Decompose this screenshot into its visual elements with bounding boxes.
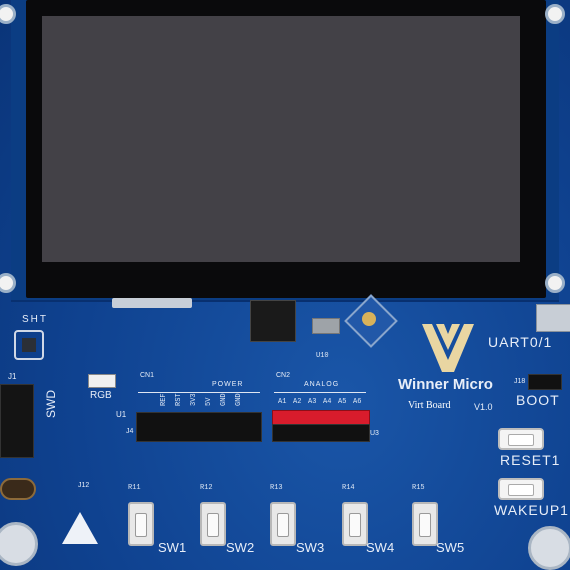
wakeup-label: WAKEUP1 bbox=[494, 502, 569, 518]
switch-resistor-label: R11 bbox=[128, 484, 141, 492]
j18-label: J18 bbox=[514, 378, 526, 385]
power-pin-label: 3V3 bbox=[190, 393, 198, 406]
switch-label: SW4 bbox=[366, 540, 395, 555]
analog-pin-label: A3 bbox=[308, 398, 317, 406]
mount-hole-top-right bbox=[545, 4, 565, 24]
switch-group-4: R14 bbox=[342, 484, 368, 546]
switch-label: SW5 bbox=[436, 540, 465, 555]
switch-resistor-label: R15 bbox=[412, 484, 425, 492]
reset-button-cap bbox=[508, 434, 534, 446]
j4-label: J4 bbox=[126, 428, 134, 435]
cn2-label: CN2 bbox=[276, 372, 291, 379]
analog-pin-label: A5 bbox=[338, 398, 347, 406]
power-pin-labels: REF RST 3V3 5V GND GND bbox=[158, 393, 245, 406]
uart-label: UART0/1 bbox=[488, 334, 553, 350]
sht-sensor-outline bbox=[14, 330, 44, 360]
switch-label: SW1 bbox=[158, 540, 187, 555]
analog-header-line bbox=[274, 392, 366, 393]
antenna-pad bbox=[362, 312, 376, 326]
switch-resistor-label: R12 bbox=[200, 484, 213, 492]
power-header-title: POWER bbox=[212, 381, 244, 388]
crystal bbox=[312, 318, 340, 334]
switch-cap bbox=[207, 513, 219, 537]
wifi-chip bbox=[250, 300, 296, 342]
power-pin-label: 5V bbox=[205, 397, 213, 406]
switch-cap bbox=[135, 513, 147, 537]
analog-pin-label: A2 bbox=[293, 398, 302, 406]
switch-cap bbox=[277, 513, 289, 537]
sht-label: SHT bbox=[22, 314, 48, 325]
j1-label: J1 bbox=[8, 372, 17, 381]
switch-sw4[interactable] bbox=[342, 502, 368, 546]
switch-sw3[interactable] bbox=[270, 502, 296, 546]
sht-sensor bbox=[22, 338, 36, 352]
switch-cap bbox=[419, 513, 431, 537]
power-header-line bbox=[138, 392, 260, 393]
switch-resistor-label: R14 bbox=[342, 484, 355, 492]
u1-label: U1 bbox=[116, 410, 127, 419]
analog-pin-label: A1 bbox=[278, 398, 287, 406]
analog-pin-label: A6 bbox=[353, 398, 362, 406]
u3-label: U3 bbox=[370, 430, 379, 437]
cn1-label: CN1 bbox=[140, 372, 155, 379]
u10-label: U10 bbox=[316, 352, 329, 360]
rgb-led bbox=[88, 374, 116, 388]
usb-connector[interactable] bbox=[536, 304, 570, 332]
wakeup-button-cap bbox=[508, 484, 534, 496]
switch-sw1[interactable] bbox=[128, 502, 154, 546]
sd-card-slot bbox=[112, 298, 192, 308]
mount-hole-top-left bbox=[0, 4, 16, 24]
product-name: Virt Board bbox=[408, 400, 451, 411]
winner-micro-logo-icon bbox=[422, 324, 474, 372]
swd-label: SWD bbox=[44, 390, 58, 418]
power-pin-label: GND bbox=[235, 393, 243, 406]
switch-group-2: R12 bbox=[200, 484, 226, 546]
switch-sw5[interactable] bbox=[412, 502, 438, 546]
analog-header-connector bbox=[272, 424, 370, 442]
switch-group-3: R13 bbox=[270, 484, 296, 546]
switch-group-5: R15 bbox=[412, 484, 438, 546]
switch-label: SW2 bbox=[226, 540, 255, 555]
wakeup-button[interactable] bbox=[498, 478, 544, 500]
power-header-connector bbox=[136, 412, 262, 442]
analog-pin-label: A4 bbox=[323, 398, 332, 406]
battery-holder bbox=[0, 478, 36, 500]
reset-button[interactable] bbox=[498, 428, 544, 450]
switch-cap bbox=[349, 513, 361, 537]
switch-label: SW3 bbox=[296, 540, 325, 555]
switch-resistor-label: R13 bbox=[270, 484, 283, 492]
mount-hole-mid-left bbox=[0, 273, 16, 293]
esd-warning-icon bbox=[62, 512, 98, 544]
mount-hole-bottom-right bbox=[528, 526, 570, 570]
power-pin-label: GND bbox=[220, 393, 228, 406]
reset-label: RESET1 bbox=[500, 452, 561, 468]
power-pin-label: RST bbox=[175, 393, 183, 406]
mount-hole-bottom-left bbox=[0, 522, 38, 566]
mount-hole-mid-right bbox=[545, 273, 565, 293]
boot-label: BOOT bbox=[516, 392, 560, 408]
switch-sw2[interactable] bbox=[200, 502, 226, 546]
rgb-label: RGB bbox=[90, 390, 112, 401]
lcd-screen bbox=[42, 16, 520, 262]
analog-pin-labels: A1 A2 A3 A4 A5 A6 bbox=[278, 398, 365, 406]
switch-group-1: R11 bbox=[128, 484, 154, 546]
boot-jumper[interactable] bbox=[528, 374, 562, 390]
board-version: V1.0 bbox=[474, 402, 493, 412]
brand-name: Winner Micro bbox=[398, 376, 493, 393]
power-pin-label: REF bbox=[160, 393, 168, 406]
analog-header-title: ANALOG bbox=[304, 381, 340, 388]
j12-label: J12 bbox=[78, 482, 90, 489]
swd-header bbox=[0, 384, 34, 458]
